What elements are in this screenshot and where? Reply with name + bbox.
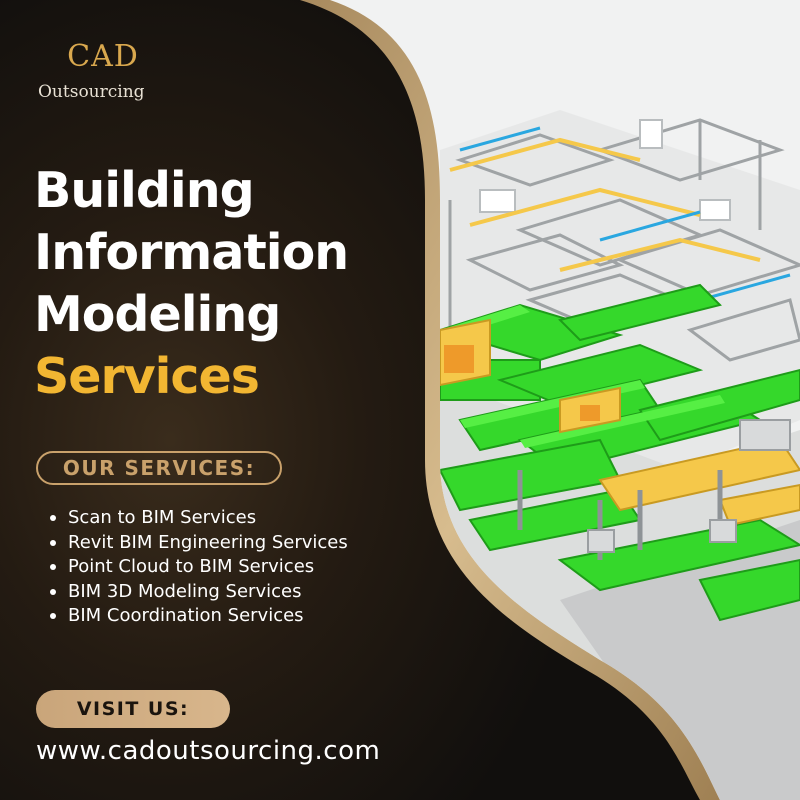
visit-us-button[interactable]: VISIT US: xyxy=(36,690,230,728)
services-heading: OUR SERVICES: xyxy=(36,451,282,485)
bullet-icon xyxy=(50,515,56,522)
title-line-2: Information xyxy=(34,224,349,281)
title-line-4-accent: Services xyxy=(34,348,260,405)
service-label: Revit BIM Engineering Services xyxy=(68,531,348,553)
page-title: Building Information Modeling Services xyxy=(34,160,349,408)
service-label: Scan to BIM Services xyxy=(68,507,257,528)
service-label: Point Cloud to BIM Services xyxy=(68,556,315,577)
bullet-icon xyxy=(50,588,56,595)
services-list: Scan to BIM Services Revit BIM Engineeri… xyxy=(50,506,348,629)
title-line-1: Building xyxy=(34,162,255,219)
list-item: Scan to BIM Services xyxy=(50,506,348,531)
title-line-3: Modeling xyxy=(34,286,281,343)
bullet-icon xyxy=(50,613,56,620)
service-label: BIM 3D Modeling Services xyxy=(68,580,302,602)
bullet-icon xyxy=(50,539,56,546)
brand-tagline: Outsourcing xyxy=(38,82,145,102)
brand-logo: CAD Outsourcing xyxy=(38,40,168,104)
website-link[interactable]: www.cadoutsourcing.com xyxy=(36,736,381,766)
list-item: Revit BIM Engineering Services xyxy=(50,531,348,556)
brand-name: CAD xyxy=(67,39,139,74)
service-label: BIM Coordination Services xyxy=(68,605,304,626)
list-item: BIM Coordination Services xyxy=(50,604,348,629)
list-item: BIM 3D Modeling Services xyxy=(50,580,348,605)
bullet-icon xyxy=(50,564,56,571)
list-item: Point Cloud to BIM Services xyxy=(50,555,348,580)
